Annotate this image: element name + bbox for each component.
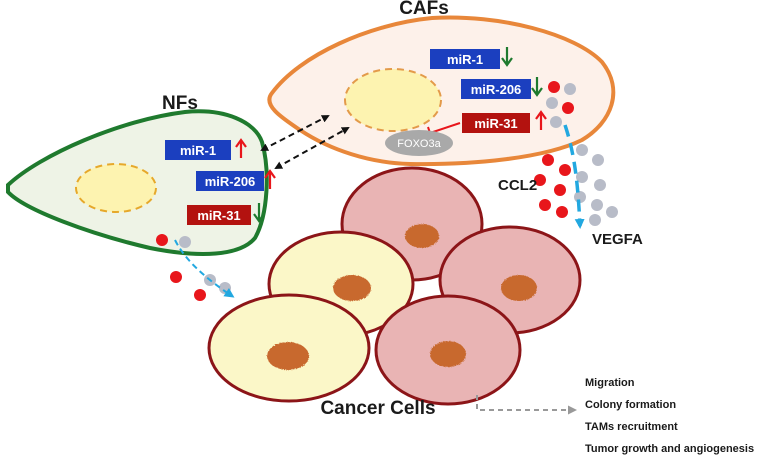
cancer-cell-nucleus: [267, 342, 309, 370]
exchange-arrow: [274, 127, 350, 169]
down-arrow-icon: [531, 77, 543, 97]
caf-mir-206-box: [461, 79, 531, 99]
down-arrow-icon: [501, 47, 513, 67]
up-arrow-icon: [535, 110, 547, 130]
gray-dot: [606, 206, 618, 218]
gray-dot: [564, 83, 576, 95]
down-arrow-icon: [253, 203, 265, 223]
red-dot: [542, 154, 554, 166]
caf-mir-1-label: miR-1: [447, 52, 483, 67]
red-dot: [562, 102, 574, 114]
exchange-arrow: [260, 115, 330, 151]
nf-secretion-arrow: [174, 239, 235, 298]
outcome-item: Colony formation: [585, 399, 676, 411]
red-dot: [554, 184, 566, 196]
gray-dot: [594, 179, 606, 191]
outcome-arrow: [476, 395, 577, 415]
outcome-item: Tumor growth and angiogenesis: [585, 443, 754, 455]
ccl2-label: CCL2: [498, 177, 537, 194]
up-arrow-icon: [264, 169, 276, 189]
caf-secreted-dots: [534, 81, 618, 226]
cafs-label: CAFs: [399, 0, 449, 19]
gray-dot: [576, 171, 588, 183]
gray-dot: [591, 199, 603, 211]
gray-dot: [546, 97, 558, 109]
red-dot: [559, 164, 571, 176]
nf-mir-206-label: miR-206: [205, 174, 256, 189]
caf-mir-206-label: miR-206: [471, 82, 522, 97]
cancer-cell-nucleus: [430, 341, 466, 367]
nf-nucleus: [75, 163, 157, 213]
red-dot: [170, 271, 182, 283]
cancer-cells-label: Cancer Cells: [320, 398, 435, 419]
caf-secretion-arrow: [563, 124, 585, 229]
red-dot: [539, 199, 551, 211]
red-dot: [556, 206, 568, 218]
gray-dot: [179, 236, 191, 248]
outcome-item: TAMs recruitment: [585, 421, 678, 433]
vegfa-label: VEGFA: [592, 231, 643, 248]
caf-mir-31-label: miR-31: [474, 116, 517, 131]
nf-mir-206-box: [196, 171, 264, 191]
nfs-label: NFs: [162, 93, 198, 114]
red-dot: [534, 174, 546, 186]
outcome-item: Migration: [585, 377, 635, 389]
caf-mir-1-box: [430, 49, 500, 69]
red-dot: [156, 234, 168, 246]
up-arrow-icon: [235, 138, 247, 158]
red-dot: [194, 289, 206, 301]
nf-mir-1-label: miR-1: [180, 143, 216, 158]
cancer-cell-nucleus: [333, 275, 371, 301]
cancer-cell-nucleus: [405, 224, 439, 248]
nf-mir-31-box: [187, 205, 251, 225]
foxo3a-badge: [385, 130, 453, 156]
gray-dot: [592, 154, 604, 166]
gray-dot: [576, 144, 588, 156]
caf-mir-31-box: [462, 113, 530, 133]
gray-dot: [550, 116, 562, 128]
cancer-cell-cluster: [207, 166, 582, 406]
gray-dot: [589, 214, 601, 226]
cancer-cell-nucleus: [501, 275, 537, 301]
caf-nucleus: [344, 68, 442, 132]
red-dot: [548, 81, 560, 93]
nf-mir-31-label: miR-31: [197, 208, 240, 223]
foxo3a-label: FOXO3a: [397, 138, 441, 150]
nf-mir-1-box: [165, 140, 231, 160]
